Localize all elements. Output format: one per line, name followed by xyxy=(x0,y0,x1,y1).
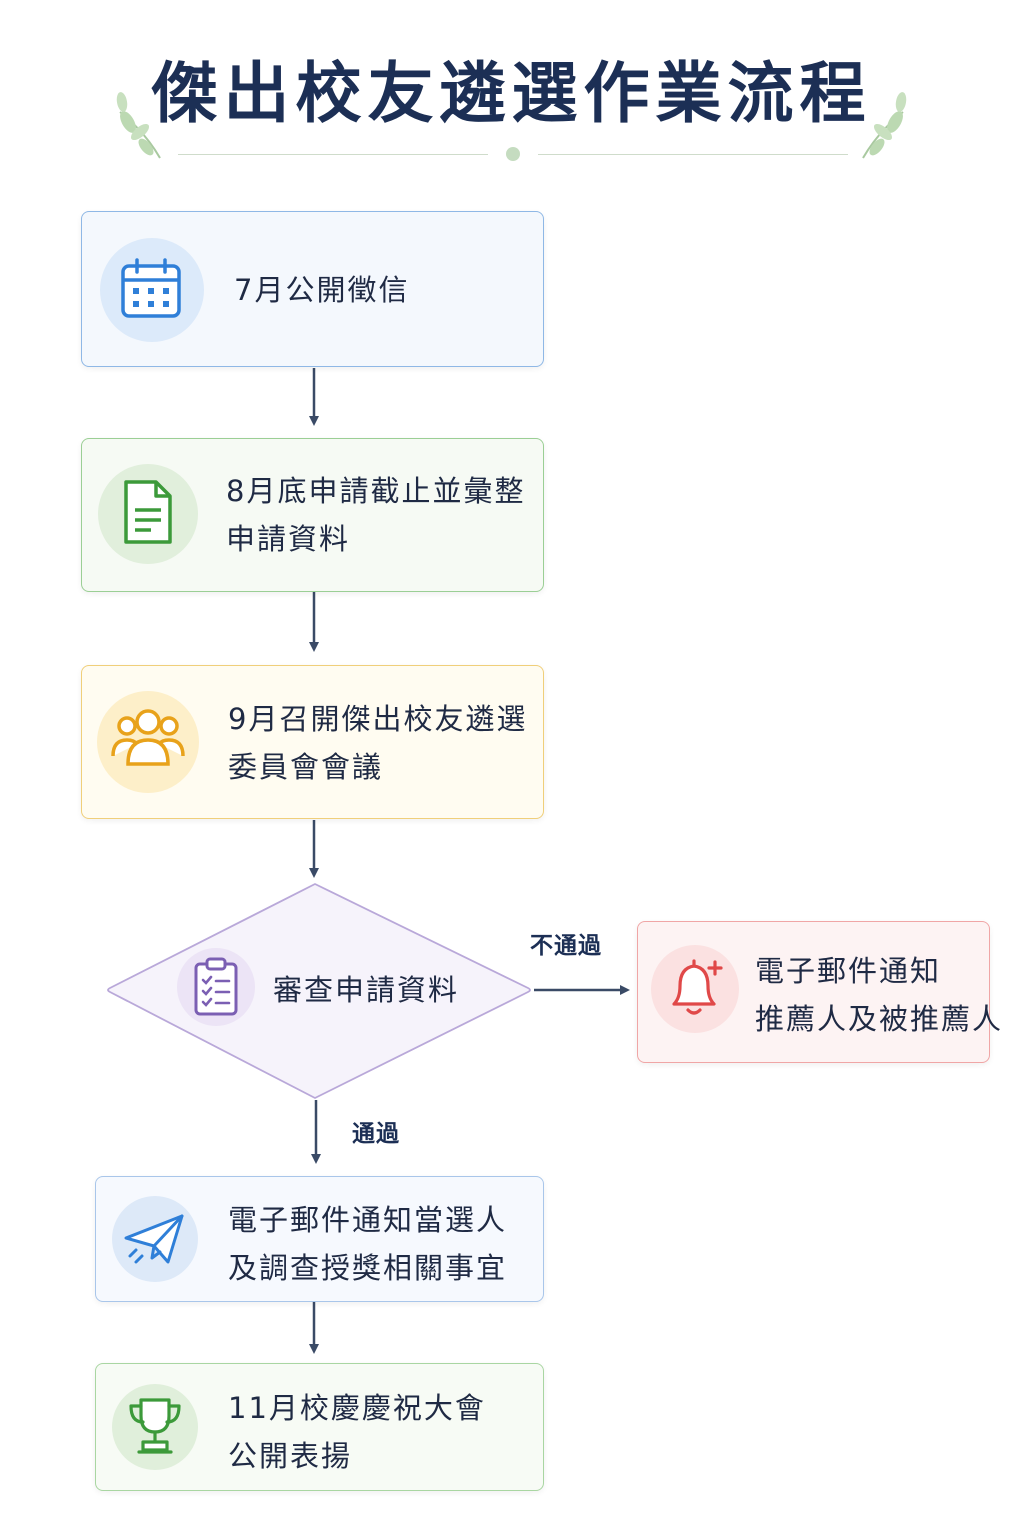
decision-review-line-1: 審查申請資料 xyxy=(273,973,460,1007)
step-meeting-line-2: 委員會會議 xyxy=(228,750,384,784)
step-announce-label: 7月公開徵信 xyxy=(234,266,409,314)
left-leaf-sprig-icon xyxy=(116,92,161,159)
document-icon xyxy=(124,480,172,544)
bell-icon xyxy=(672,959,723,1015)
step-deadline-line-1: 8月底申請截止並彙整 xyxy=(226,474,526,508)
decision-review-label: 審查申請資料 xyxy=(273,966,459,1014)
step-meeting-label: 9月召開傑出校友遴選 委員會會議 xyxy=(228,695,527,791)
edge-fail-label: 不通過 xyxy=(530,933,602,959)
step-deadline-line-2: 申請資料 xyxy=(226,522,351,556)
title-divider-left xyxy=(178,154,488,155)
calendar-icon xyxy=(121,258,181,318)
step-winner-notice-line-1: 電子郵件通知當選人 xyxy=(228,1203,508,1237)
step-winner-notice-label: 電子郵件通知當選人 及調查授獎相關事宜 xyxy=(228,1196,507,1292)
step-ceremony-line-2: 公開表揚 xyxy=(228,1439,353,1473)
trophy-icon xyxy=(129,1398,181,1454)
step-ceremony-line-1: 11月校慶慶祝大會 xyxy=(228,1391,486,1425)
step-reject-notice-label: 電子郵件通知 推薦人及被推薦人 xyxy=(755,947,1003,1043)
step-reject-notice-line-1: 電子郵件通知 xyxy=(755,954,942,988)
step-reject-notice-line-2: 推薦人及被推薦人 xyxy=(755,1002,1004,1036)
edge-pass-label: 通過 xyxy=(352,1121,400,1147)
step-announce-line-1: 7月公開徵信 xyxy=(234,273,410,307)
title-divider-right xyxy=(538,154,848,155)
title-divider-dot xyxy=(506,147,520,161)
step-ceremony-box xyxy=(95,1363,544,1491)
right-leaf-sprig-icon xyxy=(862,92,907,159)
clipboard-checklist-icon xyxy=(194,957,238,1016)
step-deadline-label: 8月底申請截止並彙整 申請資料 xyxy=(226,467,525,563)
decision-review-diamond xyxy=(107,883,531,1099)
page-title: 傑出校友遴選作業流程 xyxy=(151,54,872,132)
step-winner-notice-line-2: 及調查授獎相關事宜 xyxy=(228,1251,508,1285)
people-icon xyxy=(111,709,185,766)
paper-plane-icon xyxy=(124,1214,184,1264)
step-meeting-line-1: 9月召開傑出校友遴選 xyxy=(228,702,528,736)
step-ceremony-label: 11月校慶慶祝大會 公開表揚 xyxy=(228,1384,486,1480)
